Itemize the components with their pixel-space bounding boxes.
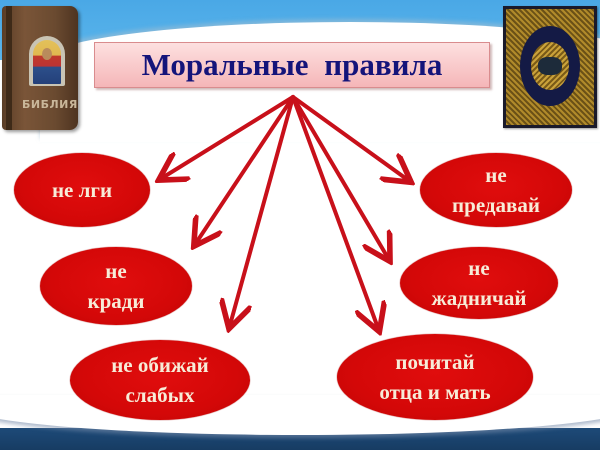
rule-text: кради <box>87 289 145 313</box>
arrow-to-betray <box>291 95 408 180</box>
rule-text: не <box>105 259 127 283</box>
face-icon <box>42 48 52 60</box>
rule-text: слабых <box>125 383 195 407</box>
rule-text: почитай <box>395 350 475 374</box>
arrow-to-honor <box>291 95 378 328</box>
page-title: Моральные правила <box>141 47 443 82</box>
arrow-to-lie <box>162 95 295 178</box>
rule-ellipse-betray: не предавай <box>420 153 572 227</box>
arrow-to-greedy <box>291 95 388 258</box>
christ-icon <box>33 40 61 84</box>
rule-text: отца и мать <box>379 380 491 404</box>
rule-text: не <box>468 256 490 280</box>
book-spine <box>6 6 12 130</box>
rule-text: не обижай <box>111 353 209 377</box>
rule-ellipse-honor: почитай отца и мать <box>337 334 533 420</box>
rule-ellipse-offend: не обижай слабых <box>70 340 250 420</box>
rule-ellipse-lie: не лги <box>14 153 150 227</box>
calligraphy-plate <box>538 57 562 75</box>
rule-text: не <box>485 163 507 187</box>
quran-icon <box>503 6 597 128</box>
rule-text: предавай <box>452 193 540 217</box>
rule-text: жадничай <box>431 286 527 310</box>
rule-ellipse-steal: не кради <box>40 247 192 325</box>
title-box: Моральные правила <box>94 42 490 88</box>
bottom-banner-band <box>0 428 600 450</box>
bible-icon: БИБЛИЯ <box>2 6 78 130</box>
rule-ellipse-greedy: не жадничай <box>400 247 558 319</box>
arrow-to-offend <box>230 95 295 325</box>
arrow-to-steal <box>196 95 295 243</box>
bible-cover-text: БИБЛИЯ <box>22 98 78 111</box>
rule-text: не лги <box>51 178 113 202</box>
